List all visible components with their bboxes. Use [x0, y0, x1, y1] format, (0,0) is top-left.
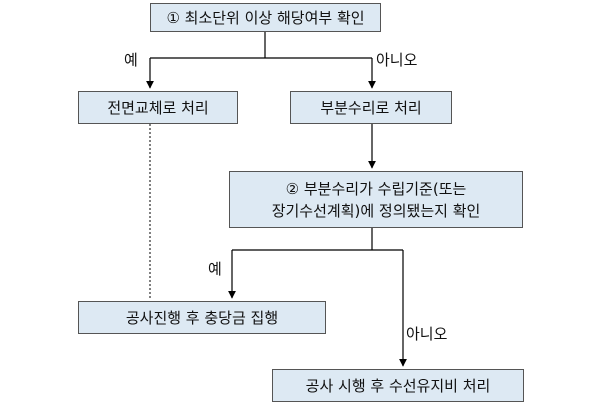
check-standard-line2: 장기수선계획)에 정의됐는지 확인 [271, 201, 481, 220]
node-check-standard: ② 부분수리가 수립기준(또는 장기수선계획)에 정의됐는지 확인 [229, 171, 523, 228]
edge-label-yes-1: 예 [124, 51, 138, 69]
check-standard-line1: ② 부분수리가 수립기준(또는 [285, 179, 467, 198]
node-full-replacement: 전면교체로 처리 [78, 91, 238, 124]
node-partial-repair: 부분수리로 처리 [290, 91, 452, 124]
edge-label-yes-2: 예 [208, 260, 222, 278]
node-construct-repair-fund: 공사 시행 후 수선유지비 처리 [272, 369, 524, 402]
edge-label-no-2: 아니오 [406, 325, 448, 343]
edge-label-no-1: 아니오 [376, 51, 418, 69]
node-check-min-unit: ① 최소단위 이상 해당여부 확인 [150, 3, 381, 32]
node-construct-reserve: 공사진행 후 충당금 집행 [78, 301, 326, 334]
